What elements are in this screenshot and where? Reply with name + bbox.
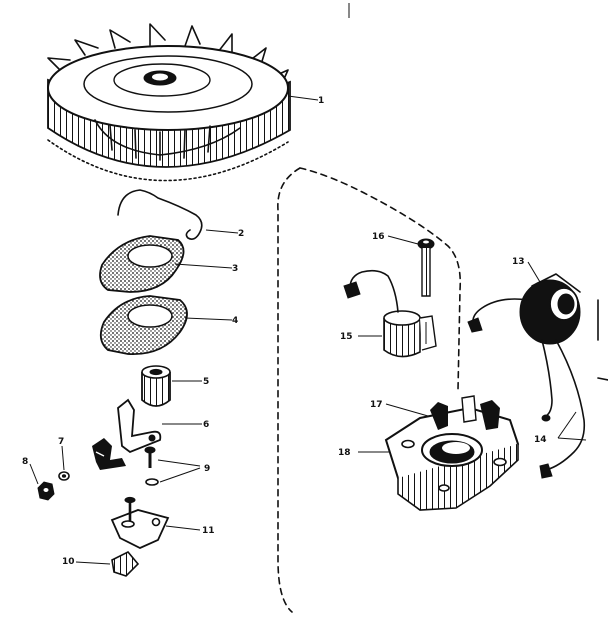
callout-1: 1 <box>318 96 324 106</box>
flywheel-part <box>47 23 319 182</box>
callout-3: 3 <box>232 264 238 274</box>
gasket-part <box>99 295 233 355</box>
nut-part <box>29 463 55 501</box>
callout-2: 2 <box>238 229 244 239</box>
stator-bracket-part <box>358 395 520 511</box>
scan-edge-mark-2 <box>597 377 608 381</box>
condenser-part <box>343 269 437 358</box>
callout-6: 6 <box>203 420 209 430</box>
callout-4: 4 <box>232 316 238 326</box>
callout-9: 9 <box>204 464 210 474</box>
callout-17: 17 <box>370 400 383 410</box>
flywheel-key-wire <box>117 189 239 240</box>
cover-plate-part <box>99 235 233 293</box>
assembly-boundary-dashed-line <box>277 167 462 613</box>
mounting-screw-part <box>387 235 435 297</box>
point-base-part <box>110 496 201 549</box>
lubricator-felt-part <box>75 551 140 577</box>
lead-wire-leaders <box>557 411 587 441</box>
callout-14: 14 <box>534 435 547 445</box>
callout-7: 7 <box>58 437 64 447</box>
callout-11: 11 <box>202 526 215 536</box>
callout-16: 16 <box>372 232 385 242</box>
callout-10: 10 <box>62 557 75 567</box>
washer-part <box>58 445 70 481</box>
breaker-arm-part <box>92 398 202 470</box>
callout-17-leader <box>385 403 429 417</box>
callout-15: 15 <box>340 332 353 342</box>
screw-and-washer-part <box>144 446 201 486</box>
callout-13: 13 <box>512 257 525 267</box>
callout-18: 18 <box>338 448 351 458</box>
cam-bushing-part <box>141 365 202 407</box>
callout-5: 5 <box>203 377 209 387</box>
callout-8: 8 <box>22 457 28 467</box>
ignition-coil-part <box>467 261 586 479</box>
